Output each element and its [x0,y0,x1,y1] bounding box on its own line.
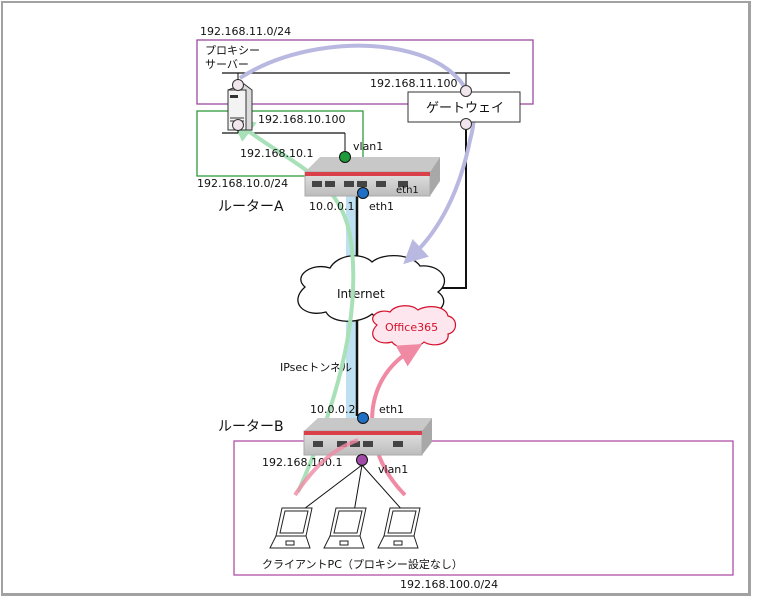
router-a-port-label: eth1 [396,185,419,196]
proxy-server-label-line1: プロキシー [205,44,260,57]
router-b-eth-port [357,412,369,424]
proxy-server-label-line2: サーバー [205,58,249,71]
gateway-upper-port [460,85,472,97]
router-a-wan-label: eth1 [369,200,394,213]
client-pc-3 [377,507,421,549]
proxy-upper-port [232,79,244,91]
router-a-label: ルーターA [218,199,284,215]
router-b-label: ルーターB [218,419,284,435]
network-label-192-168-100: 192.168.100.0/24 [400,578,498,591]
router-a-vlan-port [339,151,351,163]
proxy-lower-ip: 192.168.10.100 [258,113,345,126]
router-a-icon [304,157,440,197]
internet-cloud [297,255,445,322]
router-b-icon [303,418,432,456]
router-b-vlan-port [356,454,368,466]
network-label-192-168-11: 192.168.11.0/24 [200,25,291,38]
office365-cloud [372,305,457,349]
router-a-wan-ip: 10.0.0.1 [309,200,354,213]
gateway-internet-link [420,124,467,289]
internet-label: Internet [337,287,385,301]
router-a-vlan-ip: 192.168.10.1 [240,147,313,160]
proxy-lower-port [232,119,244,131]
network-label-192-168-10: 192.168.10.0/24 [197,177,288,190]
network-box-192-168-100 [233,440,734,576]
router-b-wan-label: eth1 [379,403,404,416]
router-a-vlan-label: vlan1 [353,140,383,153]
router-b-vlan-ip: 192.168.100.1 [262,456,342,469]
clients-label: クライアントPC（プロキシー設定なし） [262,557,463,571]
ipsec-tunnel-label: IPsecトンネル [280,361,352,374]
client-pc-2 [323,507,367,549]
router-b-wan-ip: 10.0.0.2 [310,403,355,416]
gateway-label: ゲートウェイ [426,101,504,116]
router-b-vlan-label: vlan1 [378,463,408,476]
gateway-lower-port [460,118,472,130]
direct-flow-arrow-right [370,343,423,497]
proxy-server-icon [227,83,253,131]
gateway-ip: 192.168.11.100 [370,77,457,90]
client-pc-1 [269,507,313,549]
office365-label: Office365 [385,321,438,334]
direct-flow-arrow-left [293,438,359,497]
router-a-eth-port [357,187,369,199]
network-box-192-168-11 [196,39,534,105]
